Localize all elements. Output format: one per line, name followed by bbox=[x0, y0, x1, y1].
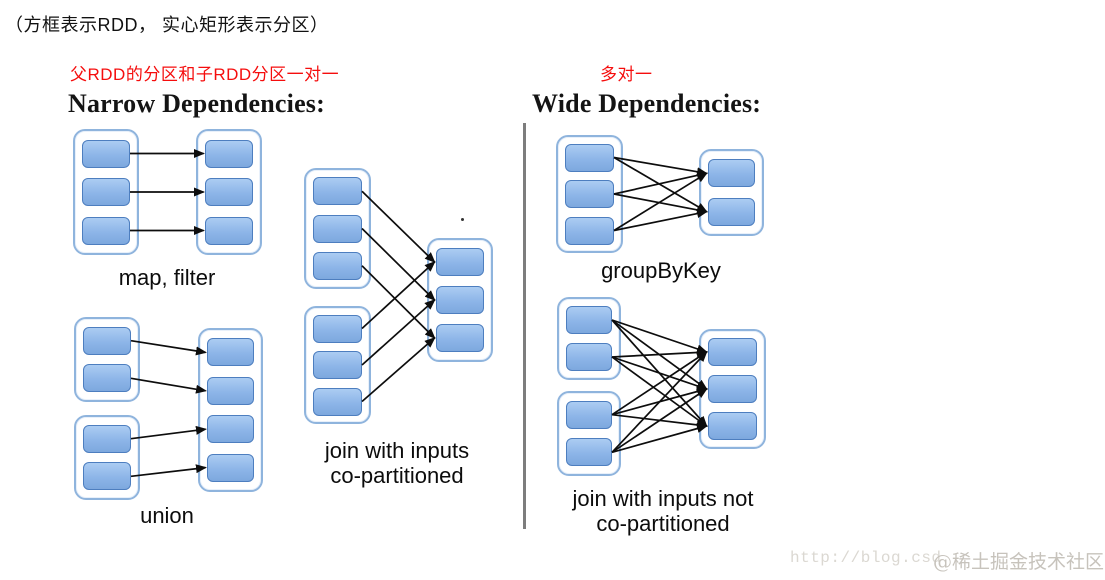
partition-jcR-2 bbox=[436, 324, 484, 352]
partition-jnB-0 bbox=[566, 400, 612, 429]
partition-gbR-1 bbox=[708, 197, 755, 226]
partition-unR-0 bbox=[207, 338, 254, 367]
partition-unB-1 bbox=[83, 462, 131, 491]
partition-mfL-2 bbox=[82, 216, 130, 245]
partition-jcT-1 bbox=[313, 214, 362, 243]
partition-unT-1 bbox=[83, 364, 131, 393]
narrow-dependencies-title: Narrow Dependencies: bbox=[68, 89, 325, 118]
partition-gbL-1 bbox=[565, 180, 614, 208]
operation-label-join-not-co-partitioned-line2: co-partitioned bbox=[596, 511, 730, 536]
partition-mfR-2 bbox=[205, 216, 253, 245]
narrow-annotation: 父RDD的分区和子RDD分区一对一 bbox=[70, 65, 340, 84]
watermark-badge: @稀土掘金技术社区 bbox=[933, 551, 1105, 573]
partition-mfL-1 bbox=[82, 178, 130, 206]
partition-jnR-2 bbox=[708, 412, 757, 440]
partition-jnB-1 bbox=[566, 438, 612, 467]
operation-label-union: union bbox=[140, 503, 194, 528]
partition-jcT-0 bbox=[313, 177, 362, 206]
watermark-url: http://blog.csd bbox=[790, 549, 942, 567]
operation-label-join-co-partitioned-line2: co-partitioned bbox=[330, 463, 464, 488]
wide-dependencies-title: Wide Dependencies: bbox=[532, 89, 762, 118]
partition-unR-3 bbox=[207, 453, 254, 482]
legend-note: （方框表示RDD， 实心矩形表示分区） bbox=[5, 15, 329, 35]
wide-annotation: 多对一 bbox=[600, 65, 653, 84]
partition-unR-1 bbox=[207, 376, 254, 405]
partition-mfL-0 bbox=[82, 139, 130, 168]
partition-jnR-0 bbox=[708, 338, 757, 366]
stray-dot bbox=[461, 218, 464, 221]
operation-label-groupByKey: groupByKey bbox=[601, 258, 721, 283]
partition-mfR-1 bbox=[205, 178, 253, 206]
partition-jnT-1 bbox=[566, 343, 612, 371]
partition-jnT-0 bbox=[566, 306, 612, 334]
partition-jcR-0 bbox=[436, 248, 484, 276]
partition-unB-0 bbox=[83, 424, 131, 453]
partition-jcT-2 bbox=[313, 251, 362, 280]
partition-jcB-1 bbox=[313, 351, 362, 379]
partition-unT-0 bbox=[83, 326, 131, 355]
operation-label-join-not-co-partitioned-line1: join with inputs not bbox=[572, 486, 754, 511]
partition-gbL-2 bbox=[565, 216, 614, 245]
partition-jcB-2 bbox=[313, 387, 362, 416]
partition-gbR-0 bbox=[708, 159, 755, 188]
partition-gbL-0 bbox=[565, 143, 614, 172]
operation-label-map-filter: map, filter bbox=[118, 265, 216, 290]
partition-jcB-0 bbox=[313, 314, 362, 343]
partition-jnR-1 bbox=[708, 375, 757, 403]
section-divider bbox=[523, 123, 526, 529]
operation-label-join-co-partitioned-line1: join with inputs bbox=[324, 438, 470, 463]
partition-mfR-0 bbox=[205, 139, 253, 168]
partition-unR-2 bbox=[207, 415, 254, 444]
partition-jcR-1 bbox=[436, 286, 484, 314]
